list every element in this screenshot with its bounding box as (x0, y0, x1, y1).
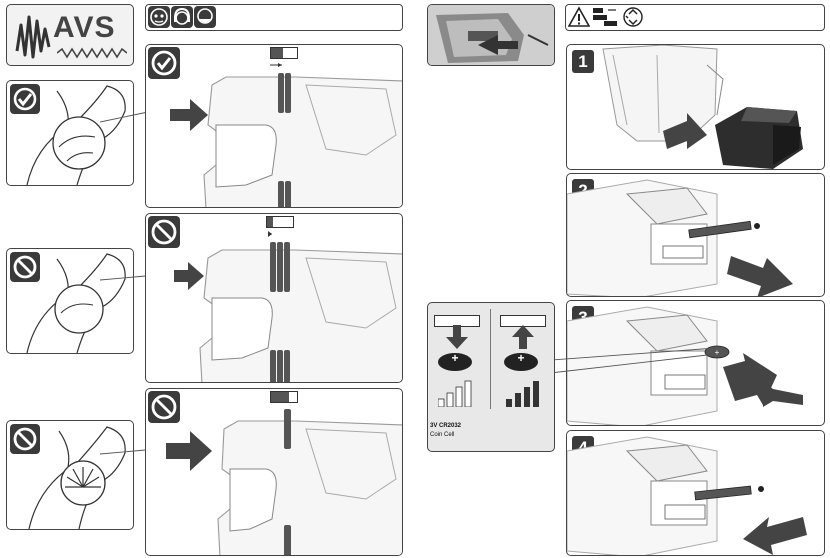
compression-indicator (270, 47, 298, 59)
face-protection-icon (148, 6, 170, 28)
plus-sign-left: + (451, 351, 459, 365)
check-icon (10, 84, 40, 114)
logo-underline-wave (57, 47, 127, 59)
dust-mask-icon (194, 6, 216, 28)
avs-logo-panel: AVS (6, 4, 134, 66)
compression-indicator (266, 216, 294, 228)
signal-full-icon (506, 381, 539, 407)
step-panel-1: 1 (566, 44, 825, 170)
arm-panel-incorrect-1 (6, 248, 134, 354)
vibration-wave-icon (15, 15, 51, 59)
tool-thumbnail (427, 4, 555, 66)
coin-cell-panel: + + 3V CR2032 Coin Cell (427, 302, 555, 452)
hammer-panel-incorrect-1 (145, 213, 403, 383)
step-panel-2: 2 (566, 173, 825, 297)
battery-removed-icon (592, 6, 617, 28)
remove-arrow (512, 325, 534, 349)
arm-drawing (26, 253, 126, 353)
prohibited-icon (148, 216, 180, 248)
hammer-drawing (174, 231, 402, 382)
battery-desc-label: Coin Cell (430, 432, 455, 438)
reattach-cover-drawing (567, 436, 807, 555)
step-panel-4: 4 (566, 430, 825, 556)
check-icon (148, 47, 180, 79)
replace-coin-cell-drawing: + (567, 306, 803, 425)
coin-cell-left (438, 353, 472, 371)
insert-arrow (446, 325, 468, 349)
arm-panel-incorrect-2 (6, 420, 134, 530)
tool-thumbnail-drawing (428, 5, 554, 65)
coin-cell-right (504, 353, 538, 371)
battery-type-label: 3V CR2032 (430, 423, 462, 429)
arm-drawing-strain (28, 426, 126, 529)
column-divider (490, 309, 491, 409)
arm-drawing (26, 85, 126, 185)
remove-cover-drawing (567, 179, 793, 296)
hammer-panel-incorrect-2 (145, 388, 403, 556)
hammer-drawing (170, 63, 402, 207)
step-number: 1 (572, 50, 594, 73)
svg-text:+: + (715, 348, 720, 357)
arm-panel-correct (6, 80, 134, 186)
compression-indicator (270, 391, 298, 403)
hammer-panel-correct (145, 44, 403, 208)
step-panel-3: 3 + (566, 300, 825, 426)
prohibited-icon (10, 252, 40, 282)
avs-logo-text: AVS (53, 11, 116, 44)
signal-low-icon (438, 380, 472, 407)
arm-connector-line (100, 111, 149, 123)
remove-battery-drawing (602, 45, 803, 169)
safety-icon-bar (565, 4, 825, 31)
ppe-icon-bar (145, 4, 403, 31)
plus-sign-right: + (517, 351, 525, 365)
hammer-drawing (166, 409, 402, 555)
ear-protection-icon (171, 6, 193, 28)
recycle-icon (622, 6, 644, 28)
warning-triangle-icon (568, 6, 590, 28)
prohibited-icon (10, 424, 40, 454)
prohibited-icon (148, 391, 180, 423)
